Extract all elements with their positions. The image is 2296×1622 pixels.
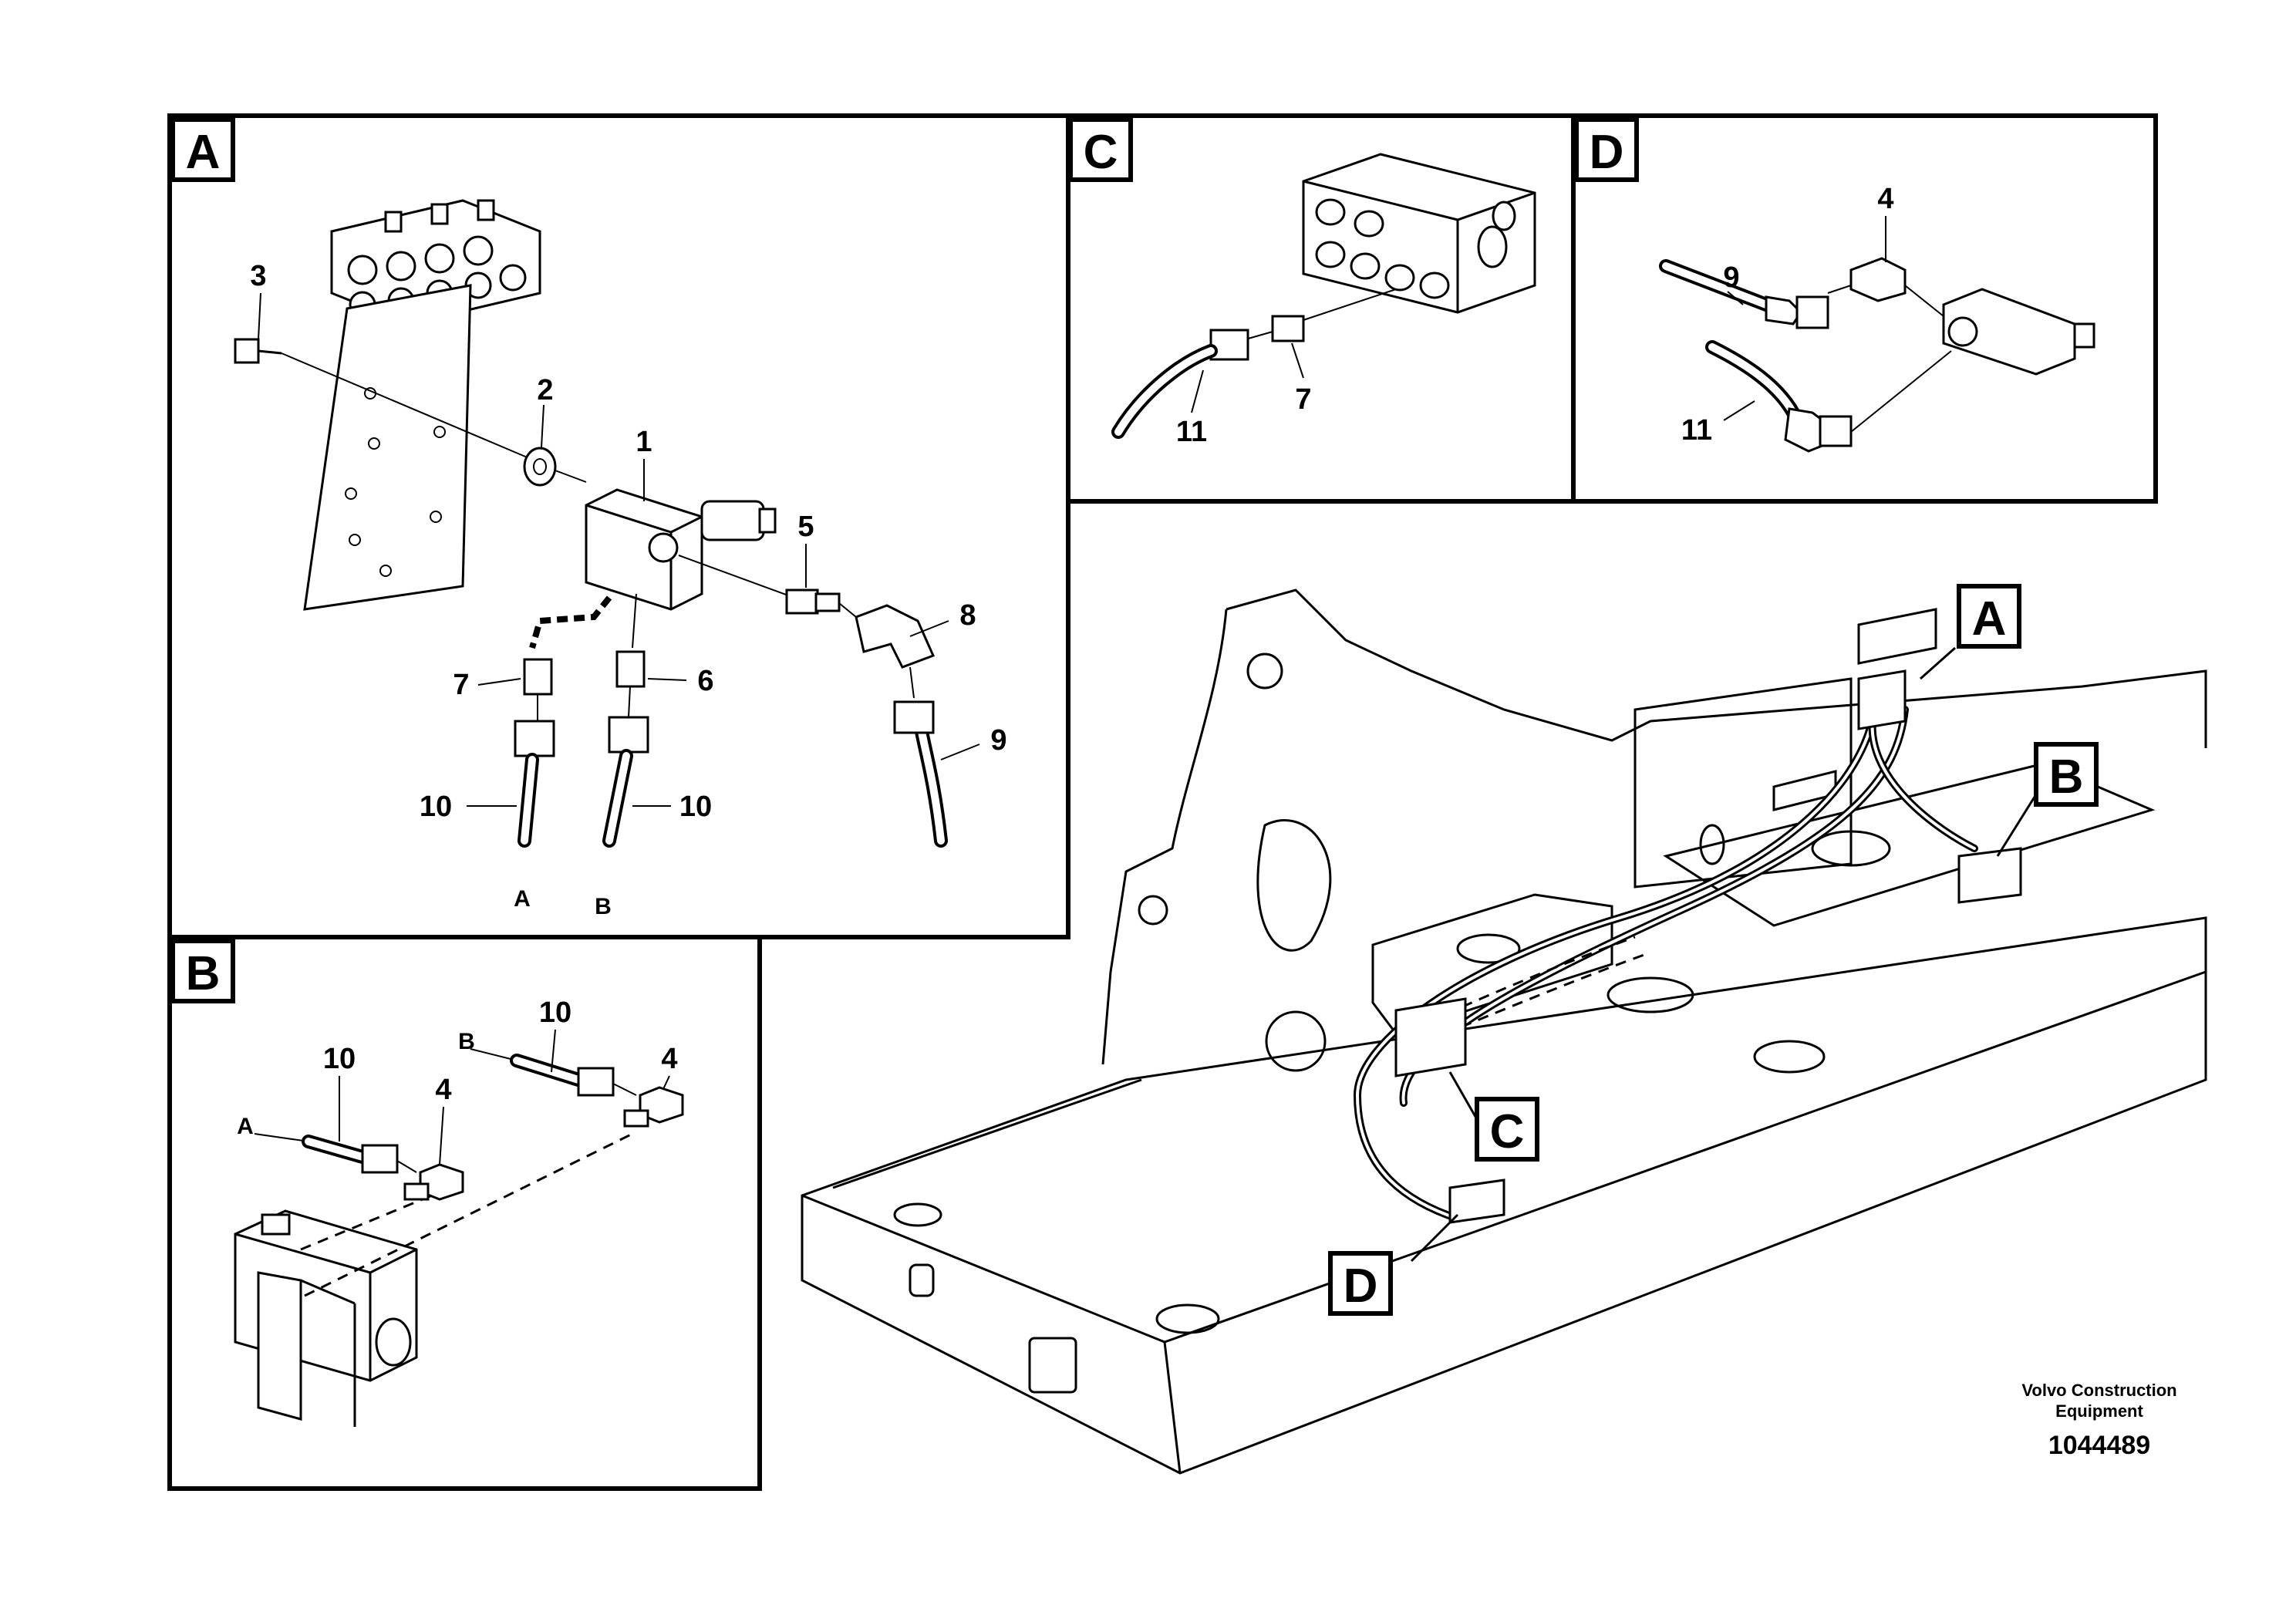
panel-c-letter: C <box>1084 126 1118 179</box>
panel-b: B 10 4 <box>167 935 762 1491</box>
fitting-5 <box>785 588 841 615</box>
mounting-plate <box>303 284 472 611</box>
overview-block-c <box>1394 997 1467 1077</box>
callout-10-left: 10 <box>323 1043 356 1075</box>
washer <box>523 447 557 487</box>
solenoid-valve <box>585 488 777 611</box>
callout-11: 11 <box>1681 414 1712 447</box>
panel-c: C 11 7 <box>1066 113 1576 504</box>
callout-10-right: 10 <box>679 791 712 823</box>
callout-4-right: 4 <box>661 1043 677 1075</box>
panel-d-letter-box <box>1574 117 1639 182</box>
callout-2: 2 <box>537 374 553 406</box>
overview-label-a: A <box>1957 584 2021 649</box>
elbow-fitting-4 <box>1849 257 1907 302</box>
overview-label-c: C <box>1475 1097 1539 1162</box>
callout-10-right: 10 <box>539 996 571 1029</box>
part-number: 1044489 <box>2048 1431 2150 1460</box>
overview-block-b <box>1957 847 2022 904</box>
svg-text:B: B <box>2049 750 2084 804</box>
callout-10-left: 10 <box>420 791 452 823</box>
callout-4: 4 <box>1877 183 1893 215</box>
callout-3: 3 <box>250 260 266 292</box>
callout-7: 7 <box>453 669 469 701</box>
panel-b-letter: B <box>186 947 221 1000</box>
port-label-b: B <box>595 894 612 919</box>
screw <box>234 338 282 364</box>
panel-d-frame <box>1571 113 2158 504</box>
elbow-fitting <box>855 604 936 669</box>
panel-c-letter-box <box>1068 117 1133 182</box>
callout-5: 5 <box>797 511 814 543</box>
port-label-a: A <box>514 886 531 912</box>
panel-a-letter: A <box>186 126 221 179</box>
panel-d-letter: D <box>1590 126 1624 179</box>
callout-1: 1 <box>636 426 652 458</box>
overview-label-d: D <box>1328 1251 1393 1316</box>
callout-4-left: 4 <box>435 1074 451 1106</box>
overview-label-b: B <box>2034 742 2099 807</box>
overview-valve <box>1857 669 1907 730</box>
callout-6: 6 <box>697 665 713 697</box>
fitting-7 <box>1271 315 1305 342</box>
callout-8: 8 <box>959 599 976 632</box>
valve-block <box>1942 288 2095 376</box>
callout-9: 9 <box>1723 261 1739 294</box>
fitting-6 <box>615 650 646 688</box>
svg-text:A: A <box>1972 592 2007 646</box>
callout-11: 11 <box>1176 416 1207 448</box>
callout-9: 9 <box>990 724 1006 757</box>
panel-d: D 9 4 11 <box>1571 113 2158 504</box>
svg-text:D: D <box>1344 1259 1378 1313</box>
port-block <box>234 1209 418 1427</box>
fitting-7 <box>523 658 553 696</box>
brand-line-1: Volvo Construction <box>2021 1381 2176 1400</box>
callout-7: 7 <box>1295 383 1311 416</box>
overview-frame-drawing <box>801 588 2207 1475</box>
svg-text:C: C <box>1490 1105 1525 1158</box>
overview-block-d <box>1448 1179 1505 1224</box>
brand-line-2: Equipment <box>2055 1401 2143 1421</box>
port-label-a: A <box>237 1114 254 1139</box>
panel-b-letter-box <box>170 939 235 1003</box>
panel-c-frame <box>1066 113 1576 504</box>
port-block <box>1302 153 1536 314</box>
port-label-b: B <box>458 1029 475 1054</box>
panel-a-letter-box <box>170 117 235 182</box>
panel-a: A <box>167 113 1070 939</box>
panel-b-frame <box>167 935 762 1491</box>
overview-manifold <box>1857 608 1937 665</box>
